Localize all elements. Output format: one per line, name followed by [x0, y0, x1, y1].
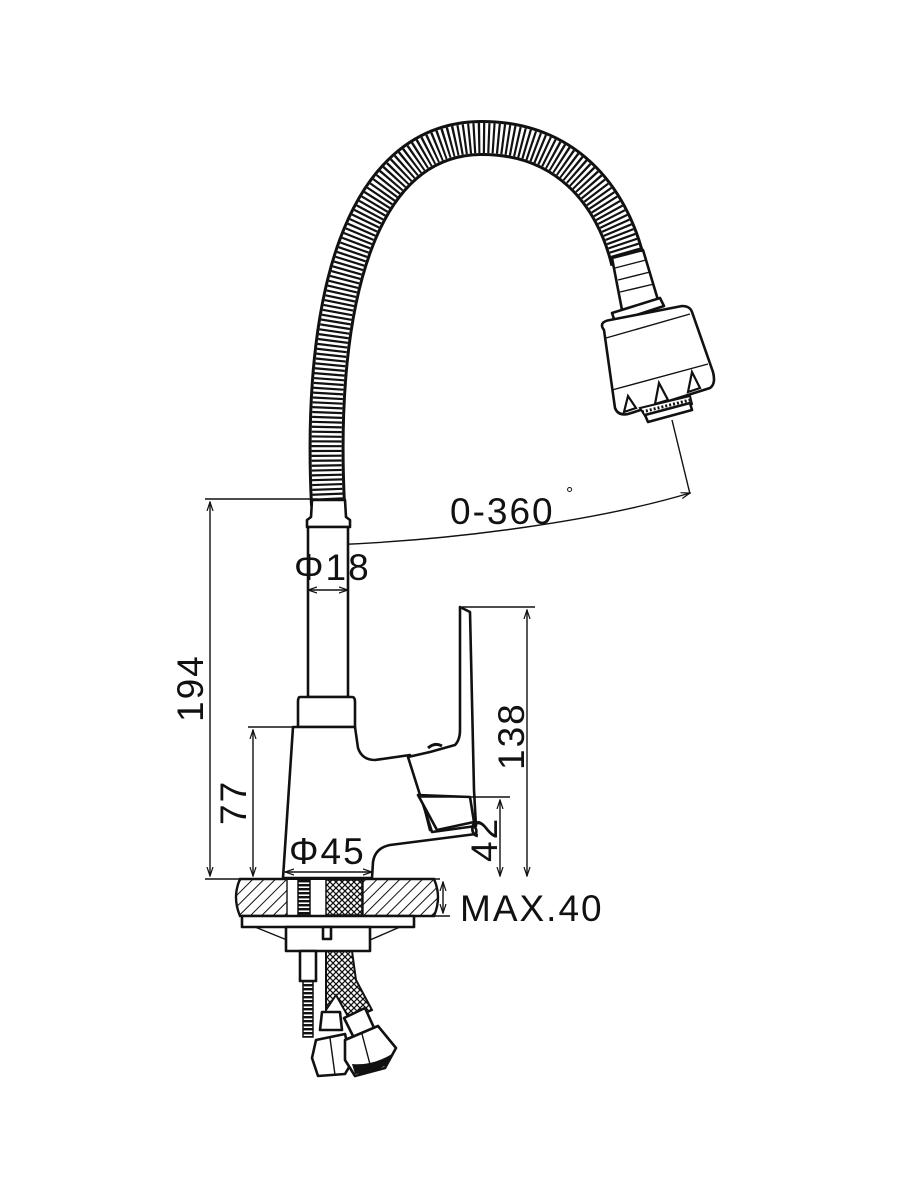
rotation-dimension: 0-360 ° [329, 419, 690, 546]
mounting-hardware [240, 914, 416, 1038]
total-height-label: 194 [170, 654, 211, 722]
counter-thickness-dimension: MAX.40 [430, 882, 604, 929]
height-77-dimension: 77 [213, 726, 293, 876]
countertop-section [234, 877, 440, 918]
faucet-body [281, 605, 478, 880]
pipe-diameter-dimension: Φ18 [294, 547, 371, 590]
height-138-dimension: 138 [462, 606, 535, 876]
lever-height-label: 42 [464, 817, 505, 862]
pipe-diameter-label: Φ18 [294, 547, 371, 588]
body-height-label: 77 [213, 780, 254, 825]
base-diameter-dimension: Φ45 [285, 831, 372, 872]
handle-height-label: 138 [491, 702, 532, 770]
max-thickness-label: MAX.40 [460, 888, 604, 929]
supply-hose [310, 950, 398, 1078]
faucet-pipe [305, 498, 352, 699]
rotation-range-label: 0-360 [450, 491, 555, 532]
spray-head [600, 248, 716, 424]
height-42-dimension: 42 [420, 796, 510, 876]
base-diameter-label: Φ45 [289, 831, 366, 872]
flexible-hose [308, 119, 646, 506]
degree-symbol: ° [566, 484, 573, 504]
